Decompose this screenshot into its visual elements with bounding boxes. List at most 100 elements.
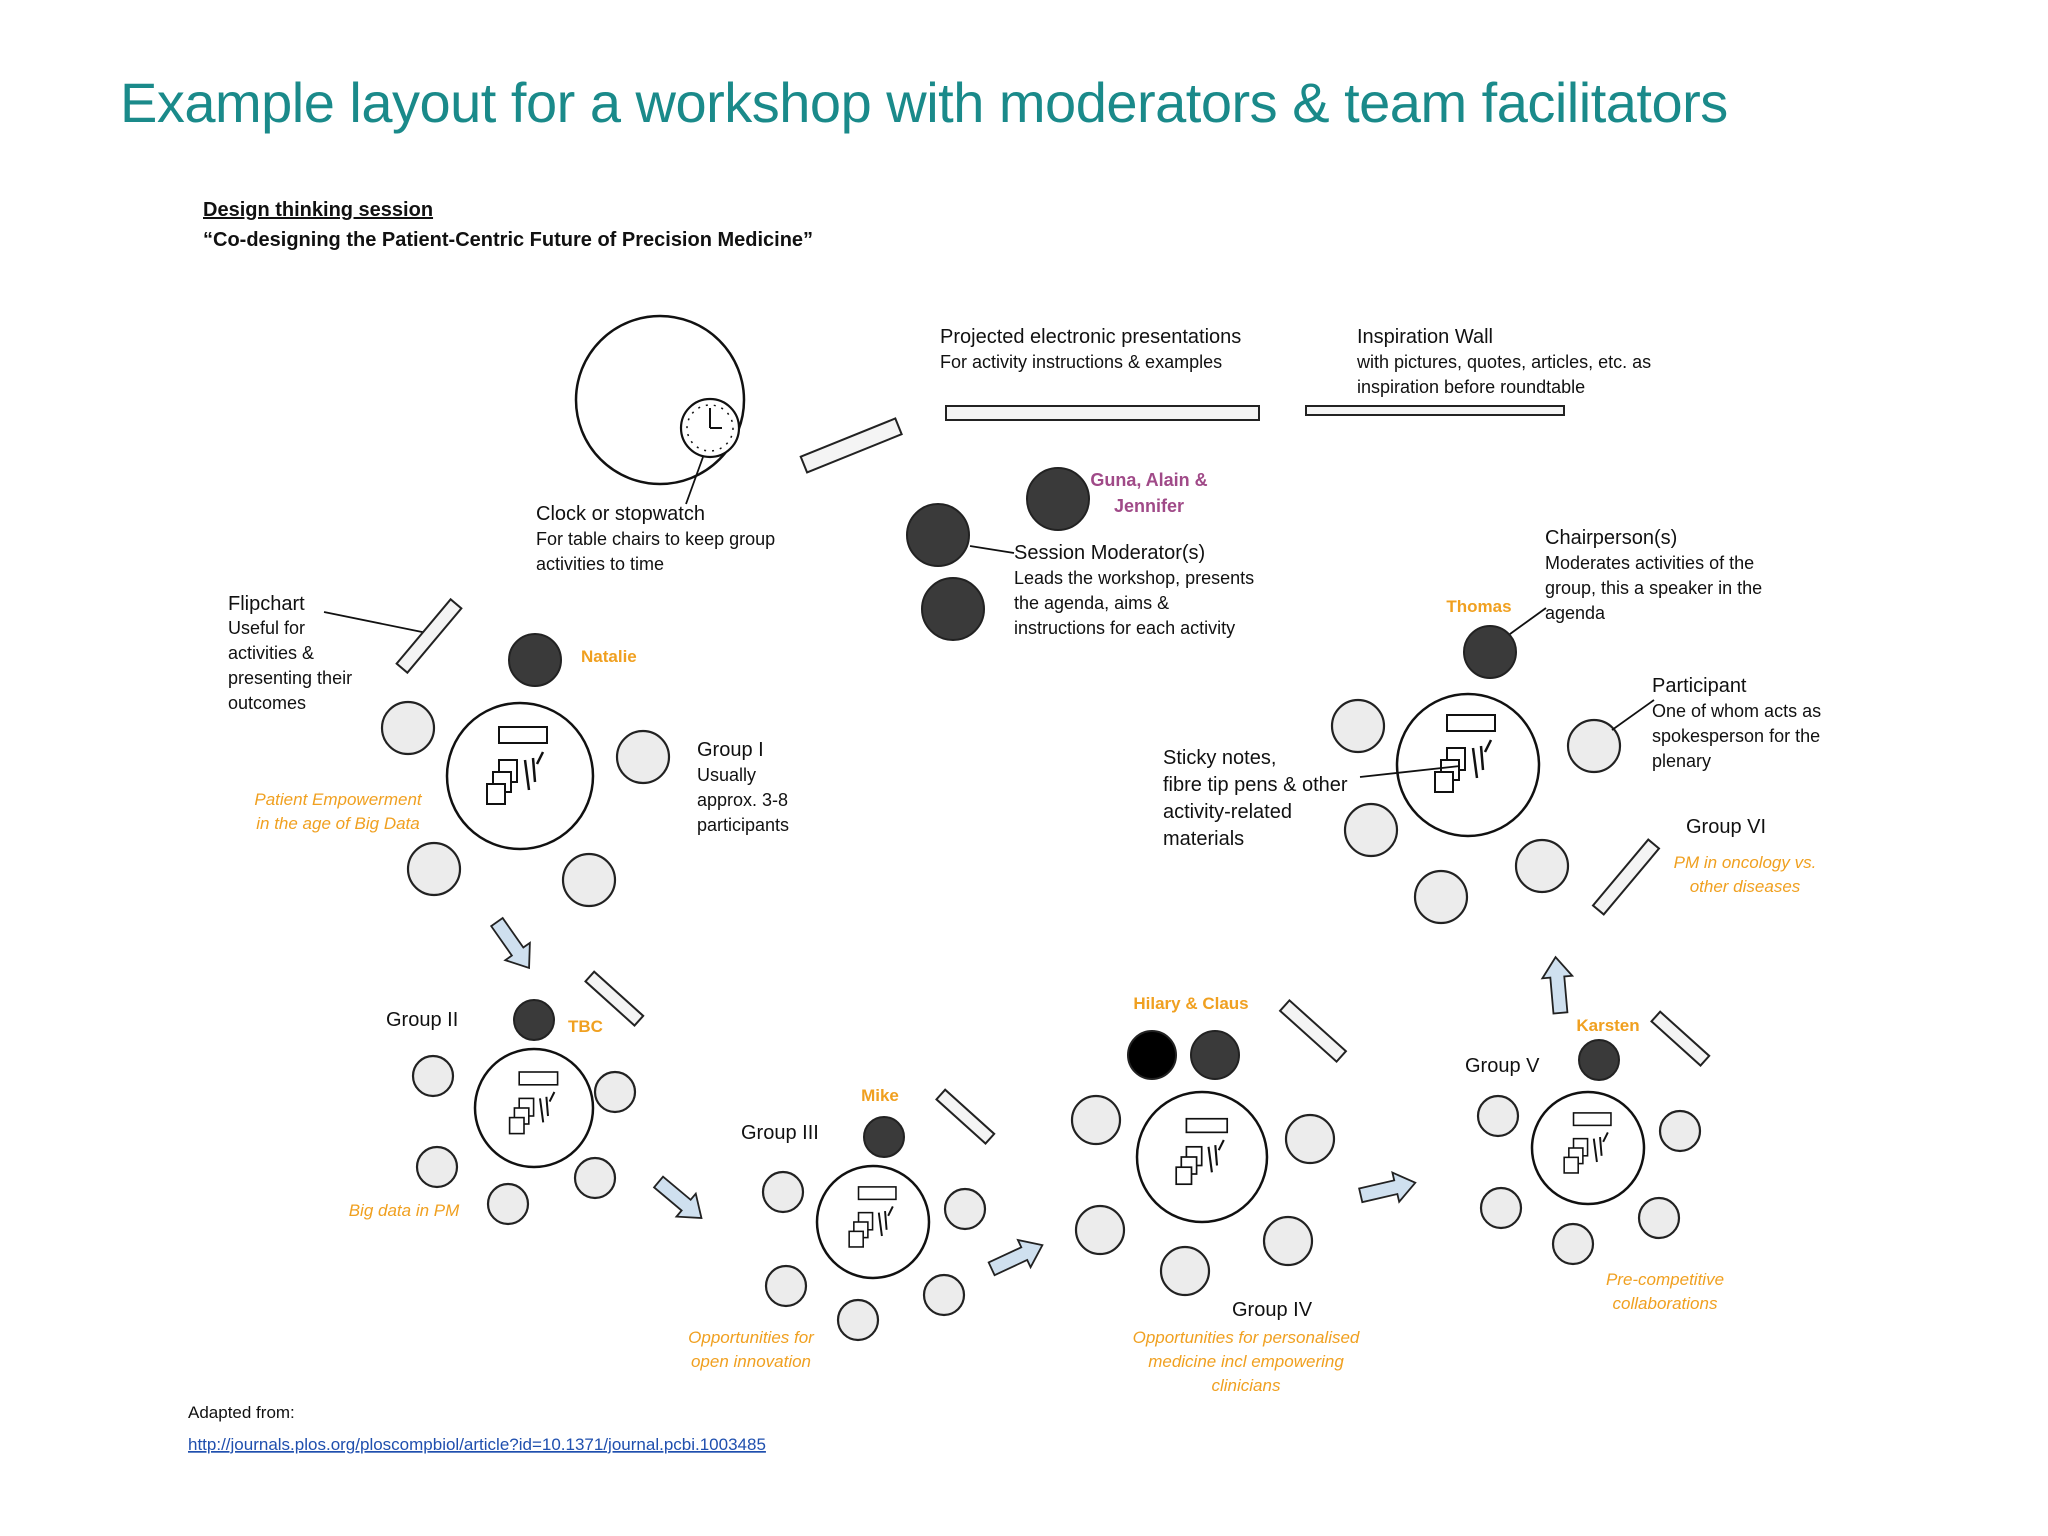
participant-desc-2: spokesperson for the [1652,726,1820,746]
participant-desc-1: One of whom acts as [1652,701,1821,721]
participant-label: Participant [1652,675,1747,697]
sticky-notes-line-4: materials [1163,828,1244,850]
group-4: Hilary & Claus Group IV Opportunities fo… [1070,994,1360,1395]
group-4-name: Group IV [1232,1299,1313,1321]
group-1-topic-1: Patient Empowerment [254,790,423,809]
group-2-chair-name: TBC [568,1017,603,1036]
flipchart [395,597,463,675]
chair-seat [1190,1030,1240,1080]
inspiration-wall [1305,405,1565,416]
participant-seat [411,1054,455,1098]
group-3-topic-2: open innovation [691,1352,811,1371]
participant-seat [593,1070,637,1114]
participant-seat [1514,838,1570,894]
participant-seat [1479,1186,1523,1230]
participant-seat [761,1170,805,1214]
participant-seat [922,1273,966,1317]
chairperson-desc-1: Moderates activities of the [1545,553,1754,573]
sticky-notes-line-3: activity-related [1163,801,1292,823]
chairperson-desc-3: agenda [1545,603,1606,623]
flipchart [1650,1010,1711,1067]
participant-seat [1330,698,1386,754]
moderator-names-2: Jennifer [1114,496,1184,516]
moderator-names-1: Guna, Alain & [1090,470,1207,490]
moderator-seat [921,577,985,641]
group-5-topic-2: collaborations [1613,1294,1718,1313]
clock-desc-1: For table chairs to keep group [536,529,775,549]
source-label: Adapted from: [188,1403,295,1422]
participant-seat [1637,1196,1681,1240]
group-6-name: Group VI [1686,816,1766,838]
chair-seat [1127,1030,1177,1080]
participant-seat [1074,1204,1126,1256]
flow-arrow [489,916,531,970]
flipchart-desc-4: outcomes [228,693,306,713]
group-1-topic-2: in the age of Big Data [256,814,420,833]
participant-desc-3: plenary [1652,751,1711,771]
group-6-chair-name: Thomas [1446,597,1511,616]
sticky-notes-line-2: fibre tip pens & other [1163,774,1348,796]
clock-table [574,314,746,505]
chair-seat [513,999,555,1041]
sticky-notes-line-1: Sticky notes, [1163,747,1276,769]
participant-seat [486,1182,530,1226]
participant-seat [1159,1245,1211,1297]
flipchart [584,970,645,1027]
participant-seat [1262,1215,1314,1267]
flow-arrow [652,1175,703,1219]
group-5-name: Group V [1465,1055,1540,1077]
chairperson-label: Chairperson(s) [1545,527,1677,549]
participant-seat [1566,718,1622,774]
participant-seat [380,700,436,756]
participant-seat [1413,869,1469,925]
moderator-seat [1026,467,1090,531]
moderator-desc-1: Leads the workshop, presents [1014,568,1254,588]
slide-title: Example layout for a workshop with moder… [120,71,1728,134]
flow-arrow [987,1238,1044,1277]
group-3-chair-name: Mike [861,1086,899,1105]
source-link[interactable]: http://journals.plos.org/ploscompbiol/ar… [188,1435,766,1454]
participant-seat [764,1264,808,1308]
clock-label: Clock or stopwatch [536,503,705,525]
group-table [1395,692,1541,838]
group-1-chair-name: Natalie [581,647,637,666]
group-2-topic-1: Big data in PM [349,1201,460,1220]
participant-seat [836,1298,880,1342]
flipchart [1278,998,1348,1064]
chair-seat [1578,1039,1620,1081]
group-table [445,701,595,851]
group-4-chair-name: Hilary & Claus [1133,994,1248,1013]
inspiration-wall-desc-2: inspiration before roundtable [1357,377,1585,397]
group-4-topic-1: Opportunities for personalised [1133,1328,1360,1347]
group-3: Mike Group III Opportunities for open in… [688,1086,996,1371]
flipchart-desc-3: presenting their [228,668,352,688]
chair-seat [1463,625,1517,679]
group-6-topic-1: PM in oncology vs. [1674,853,1817,872]
group-1-note-1: Usually [697,765,756,785]
participant-seat [573,1156,617,1200]
participant-seat [415,1145,459,1189]
inspiration-wall-desc-1: with pictures, quotes, articles, etc. as [1356,352,1651,372]
group-1-note-2: approx. 3-8 [697,790,788,810]
chair-seat [508,633,562,687]
group-5: Karsten Group V Pre-competitive collabor… [1465,1010,1724,1313]
participant-seat [406,841,462,897]
flipchart [935,1088,996,1145]
clock-desc-2: activities to time [536,554,664,574]
participant-seat [1658,1109,1702,1153]
group-5-topic-1: Pre-competitive [1606,1270,1724,1289]
participant-seat [561,852,617,908]
flow-arrow [1358,1171,1417,1204]
participant-seat [1551,1222,1595,1266]
flipchart-desc-2: activities & [228,643,314,663]
group-6-topic-2: other diseases [1690,877,1801,896]
participant-seat [1343,802,1399,858]
chair-seat [863,1116,905,1158]
group-1-note-3: participants [697,815,789,835]
projector-desc: For activity instructions & examples [940,352,1222,372]
group-3-name: Group III [741,1122,819,1144]
group-6: Thomas Group VI PM in oncology vs. other… [1330,597,1817,925]
participant-seat [1476,1094,1520,1138]
flipchart-label: Flipchart [228,593,305,615]
